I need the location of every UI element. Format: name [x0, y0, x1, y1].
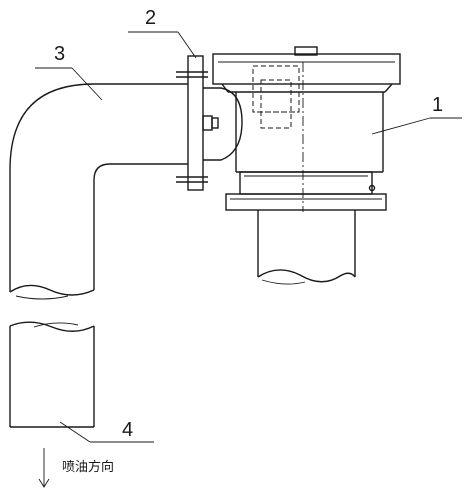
- valve-body: [212, 46, 401, 285]
- flow-direction-caption: 喷油方向: [62, 459, 114, 475]
- elbow-pipe: [9, 83, 188, 300]
- part-label-2: 2: [145, 7, 156, 29]
- part-label-1: 1: [432, 94, 443, 116]
- part-label-4: 4: [122, 419, 133, 441]
- lower-pipe: [9, 321, 95, 428]
- flow-arrow-icon: [38, 448, 50, 488]
- flange: [176, 55, 243, 191]
- part-label-3: 3: [54, 43, 65, 65]
- leader-lines: [35, 31, 462, 443]
